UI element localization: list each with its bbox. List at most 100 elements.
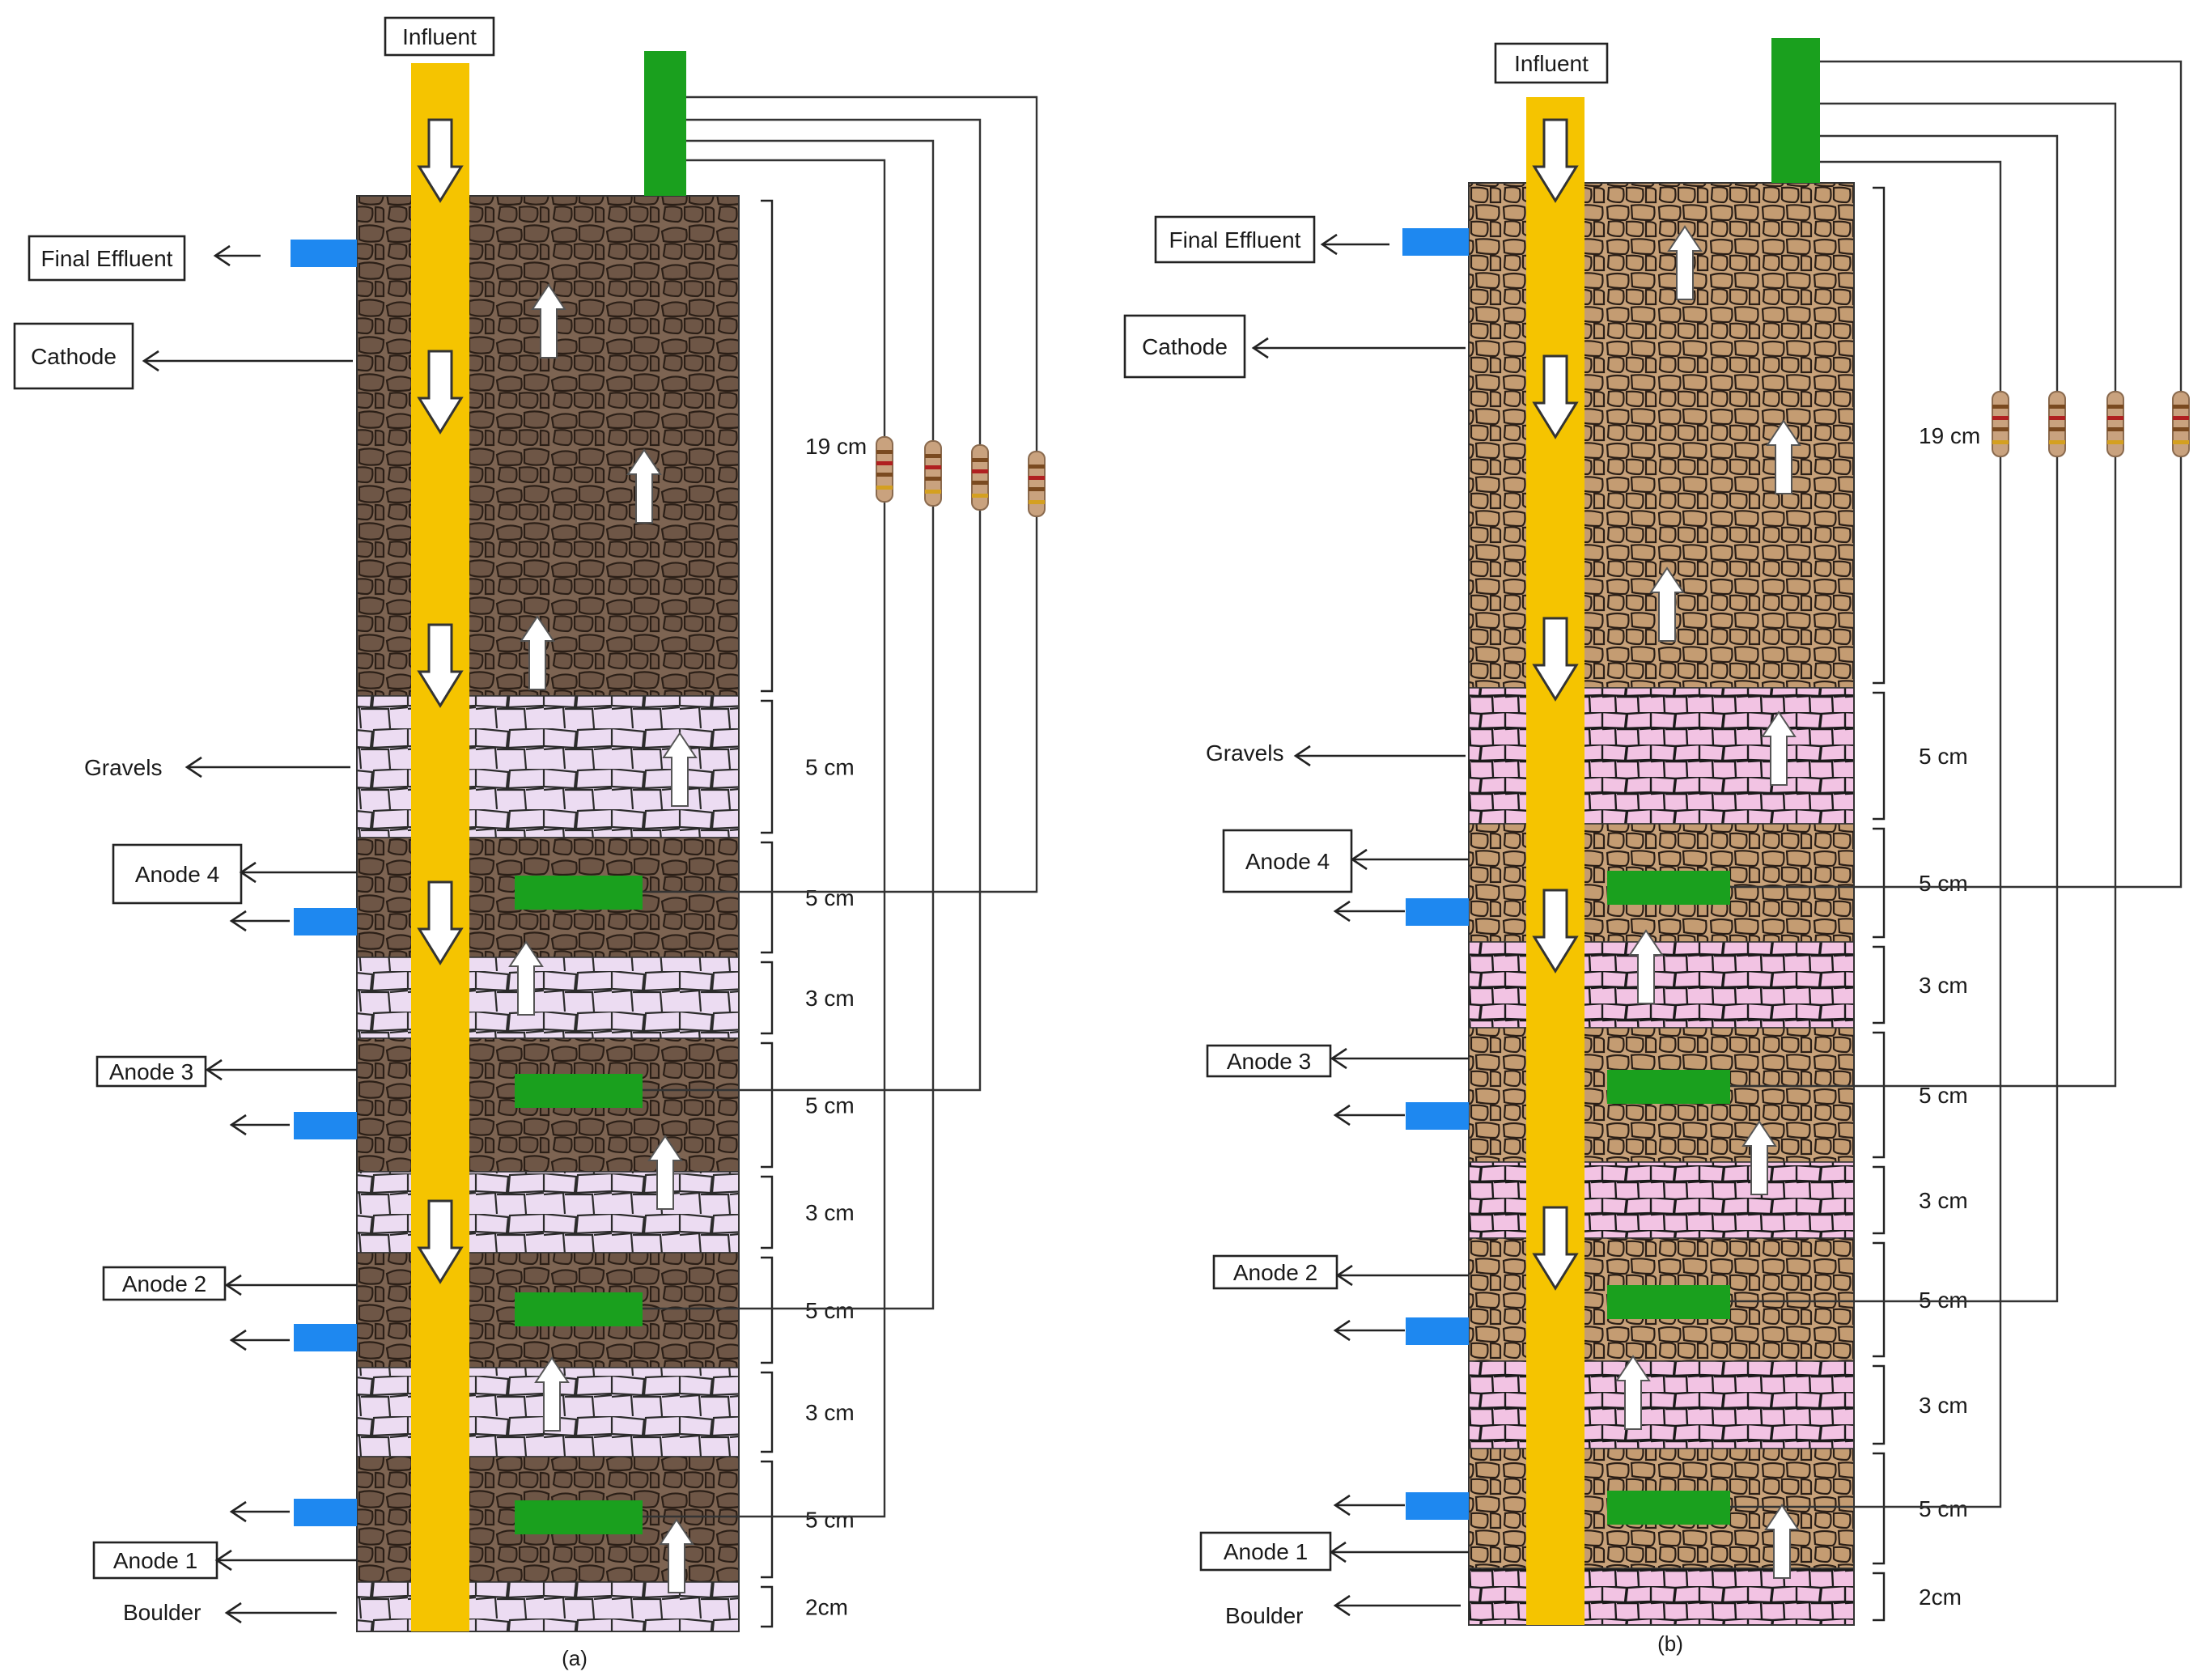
layer-thickness-label: 5 cm	[805, 1298, 855, 1323]
left-arrow-icon	[224, 1274, 242, 1296]
left-arrow-icon	[1320, 233, 1338, 256]
influent-label: Influent	[1514, 51, 1589, 76]
resistor-icon	[2106, 391, 2124, 457]
left-arrow-icon	[1333, 1104, 1351, 1126]
layer-thickness-label: 19 cm	[1919, 423, 1980, 448]
thickness-brace	[761, 199, 774, 693]
resistor-icon	[2172, 391, 2190, 457]
layer-thickness-label: 5 cm	[1919, 1288, 1968, 1313]
cathode-label: Cathode	[31, 344, 117, 369]
layer-thickness-label: 5 cm	[805, 1508, 855, 1533]
external-wire	[1820, 134, 2059, 392]
boulder-label: Boulder	[123, 1600, 202, 1625]
left-arrow-icon	[1333, 1494, 1351, 1517]
effluent-port	[291, 240, 357, 267]
external-wire	[686, 139, 935, 441]
anode-electrode	[1607, 1070, 1730, 1104]
anode1-label-box	[92, 1541, 218, 1580]
cathode-label-box	[1123, 314, 1246, 379]
thickness-brace	[1873, 945, 1886, 1025]
up-arrow-icon	[1667, 225, 1703, 300]
anode-electrode	[1607, 1285, 1730, 1319]
thickness-brace	[1873, 1241, 1886, 1358]
cathode-label: Cathode	[1142, 334, 1228, 359]
influent-pipe	[411, 63, 469, 1631]
effluent-port	[1406, 1102, 1469, 1130]
left-arrow-icon	[1330, 1047, 1347, 1070]
influent-label-box	[1494, 42, 1609, 84]
resistor-icon	[1028, 451, 1046, 517]
up-arrow-icon	[531, 283, 566, 358]
cathode-label-box	[13, 322, 134, 390]
layer-thickness-label: 5 cm	[805, 755, 855, 780]
anode-electrode	[1607, 1491, 1730, 1525]
anode2-label: Anode 2	[1233, 1260, 1317, 1285]
thickness-brace	[1873, 186, 1886, 685]
layer-thickness-label: 5 cm	[1919, 871, 1968, 896]
external-wire	[1730, 456, 2117, 1088]
thickness-brace	[761, 841, 774, 954]
down-arrow-icon	[417, 350, 464, 435]
thickness-brace	[1873, 691, 1886, 821]
panel-caption: (b)	[1657, 1631, 1683, 1656]
anode2-label-box	[102, 1266, 227, 1301]
layer-thickness-label: 19 cm	[805, 434, 867, 459]
anode-electrode	[515, 1292, 643, 1326]
up-arrow-icon	[1649, 566, 1685, 642]
final-effluent-label: Final Effluent	[41, 246, 173, 271]
panel-a: 19 cm5 cm5 cm3 cm5 cm3 cm5 cm3 cm5 cm2cm…	[13, 16, 1046, 1670]
effluent-port	[1402, 228, 1469, 256]
cathode-electrode	[1771, 38, 1820, 183]
effluent-port	[1406, 1492, 1469, 1520]
left-arrow-icon	[229, 1114, 247, 1136]
down-arrow-icon	[417, 118, 464, 203]
influent-label: Influent	[402, 24, 477, 49]
left-arrow-icon	[213, 244, 231, 267]
final-effluent-label-box	[28, 235, 186, 282]
up-arrow-icon	[1628, 929, 1664, 1004]
layer-thickness-label: 2cm	[1919, 1585, 1962, 1610]
left-arrow-icon	[239, 861, 257, 884]
left-arrow-icon	[185, 756, 202, 778]
external-wire	[643, 510, 982, 1092]
up-arrow-icon	[508, 940, 544, 1016]
left-arrow-icon	[1335, 1264, 1353, 1287]
anode-electrode	[515, 1500, 643, 1534]
anode1-label: Anode 1	[1224, 1539, 1308, 1564]
panel-caption: (a)	[562, 1646, 588, 1670]
thickness-brace	[761, 961, 774, 1035]
external-wire	[1730, 456, 2002, 1508]
layer-thickness-label: 3 cm	[805, 1400, 855, 1425]
external-wire	[1730, 456, 2183, 889]
up-arrow-icon	[626, 448, 662, 524]
effluent-port	[1406, 898, 1469, 926]
anode-electrode	[515, 876, 643, 910]
anode4-label-box	[1222, 829, 1353, 893]
down-arrow-icon	[1532, 889, 1579, 974]
left-arrow-icon	[229, 1329, 247, 1351]
layer-thickness-label: 3 cm	[805, 986, 855, 1011]
gravels-label: Gravels	[84, 755, 162, 780]
anode3-label: Anode 3	[1227, 1049, 1311, 1074]
left-arrow-icon	[1333, 1319, 1351, 1342]
thickness-brace	[1873, 1452, 1886, 1565]
left-arrow-icon	[1251, 337, 1269, 359]
left-arrow-icon	[1333, 900, 1351, 923]
down-arrow-icon	[1532, 1206, 1579, 1291]
up-arrow-icon	[1761, 711, 1797, 786]
anode4-label: Anode 4	[1245, 849, 1330, 874]
anode4-label: Anode 4	[135, 862, 219, 887]
thickness-brace	[761, 1585, 774, 1628]
effluent-port	[294, 908, 357, 935]
thickness-brace	[1873, 1031, 1886, 1159]
down-arrow-icon	[1532, 617, 1579, 702]
thickness-brace	[761, 1042, 774, 1169]
external-wire	[1730, 456, 2059, 1303]
external-wire	[643, 516, 1038, 893]
down-arrow-icon	[417, 880, 464, 965]
left-arrow-icon	[1293, 745, 1311, 767]
layer-thickness-label: 5 cm	[805, 1093, 855, 1118]
layer-thickness-label: 5 cm	[805, 885, 855, 910]
thickness-brace	[1873, 827, 1886, 939]
